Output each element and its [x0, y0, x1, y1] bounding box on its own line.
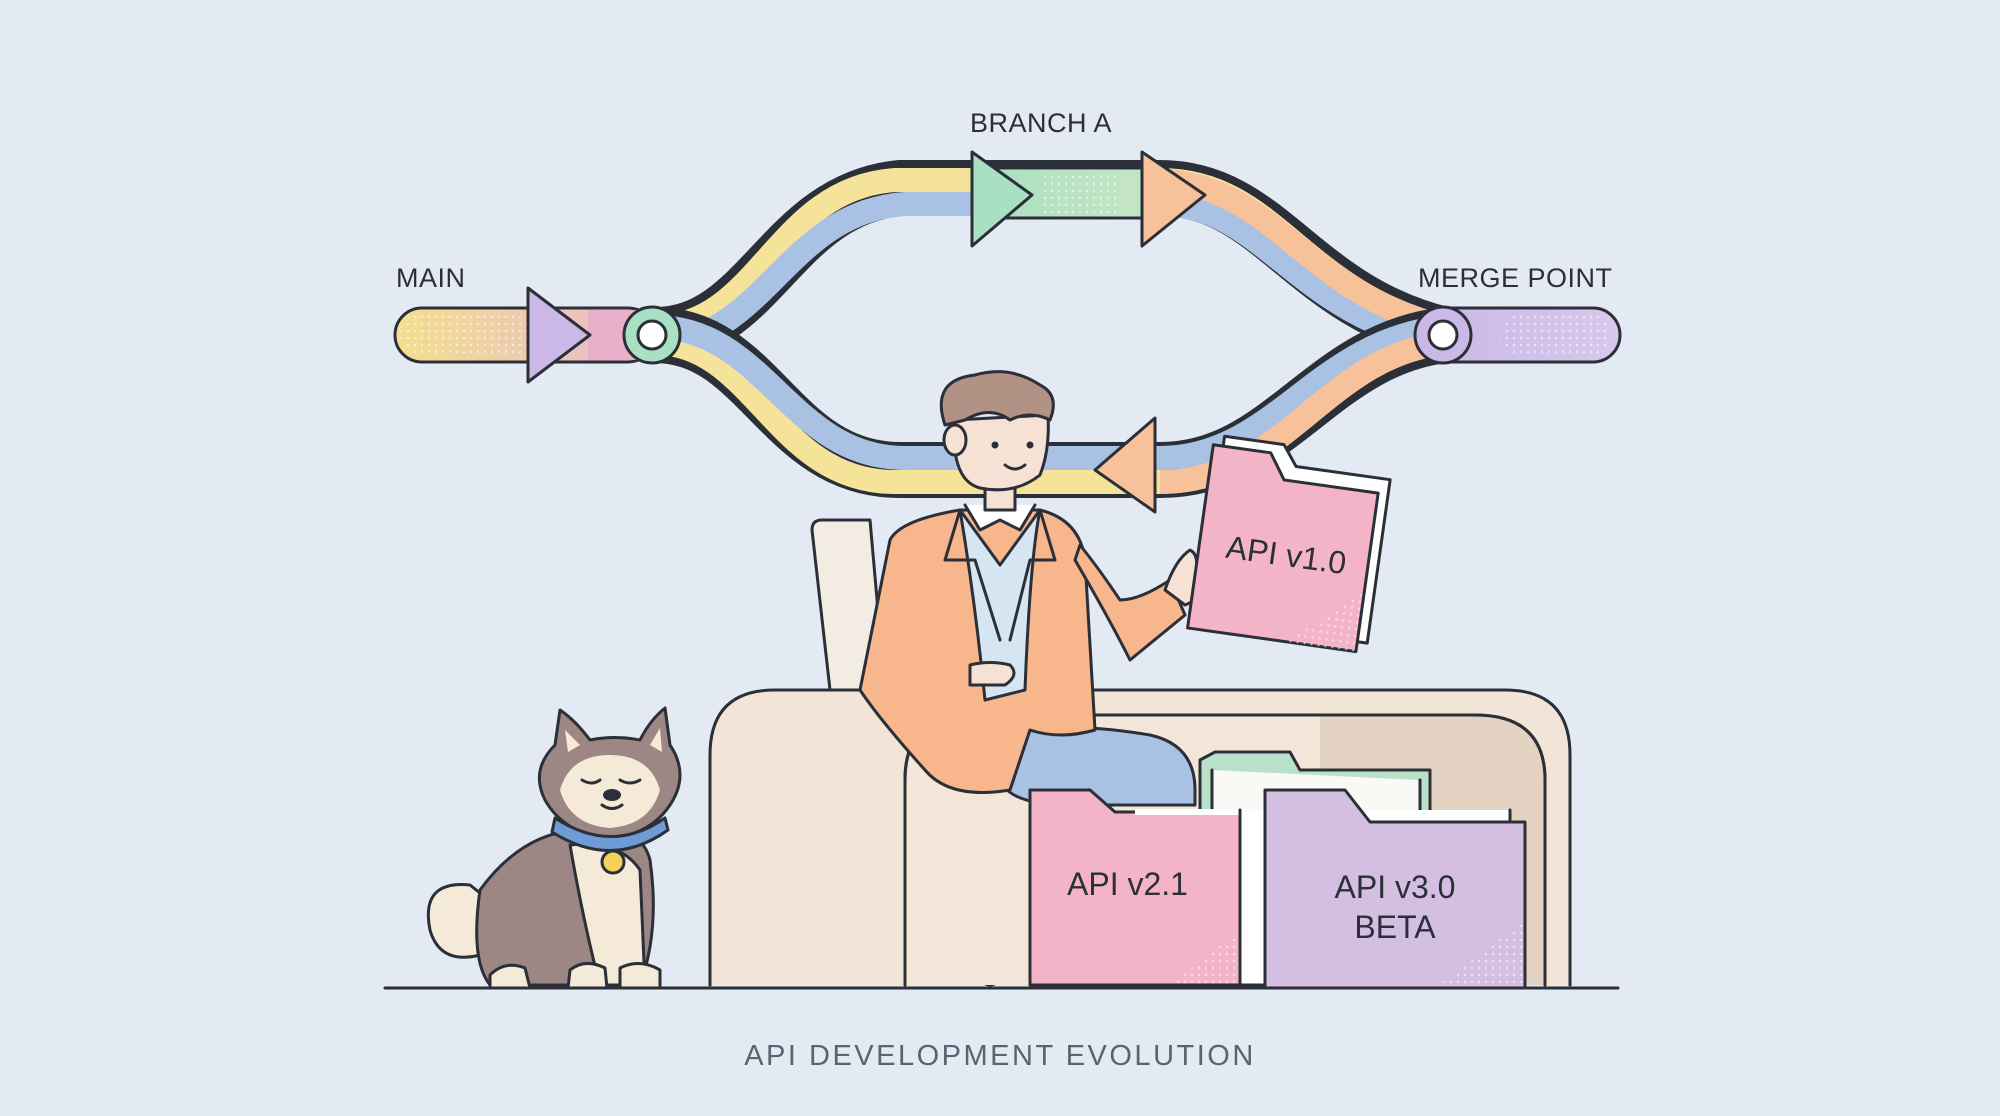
folder-label-beta: BETA	[1354, 909, 1436, 945]
branch-node	[622, 305, 682, 365]
branch-a-label: BRANCH A	[970, 108, 1112, 138]
held-folder-api-v1: API v1.0	[1186, 434, 1392, 654]
folder-icon	[1186, 443, 1380, 654]
desk-folder-api-v2: API v2.1	[1028, 788, 1262, 987]
flow-paths	[393, 160, 1622, 498]
dog	[426, 706, 682, 990]
desk-folders: API v2.1 API v3.0 BETA	[1028, 750, 1527, 990]
merge-node	[1413, 305, 1473, 365]
folder-label-api-v3: API v3.0	[1335, 869, 1456, 905]
main-arrow-icon	[526, 286, 592, 384]
flow-arrows	[526, 150, 1207, 514]
person	[858, 370, 1207, 807]
return-arrow-icon	[1093, 416, 1157, 514]
desk-folder-api-v3-beta: API v3.0 BETA	[1238, 788, 1527, 990]
folder-label-api-v2: API v2.1	[1067, 866, 1188, 902]
merge-point-label: MERGE POINT	[1418, 263, 1613, 293]
main-label: MAIN	[396, 263, 466, 293]
diagram-caption: API DEVELOPMENT EVOLUTION	[744, 1040, 1256, 1072]
branch-a-arrow-2-icon	[1140, 150, 1207, 248]
branch-a-arrow-icon	[970, 150, 1034, 248]
